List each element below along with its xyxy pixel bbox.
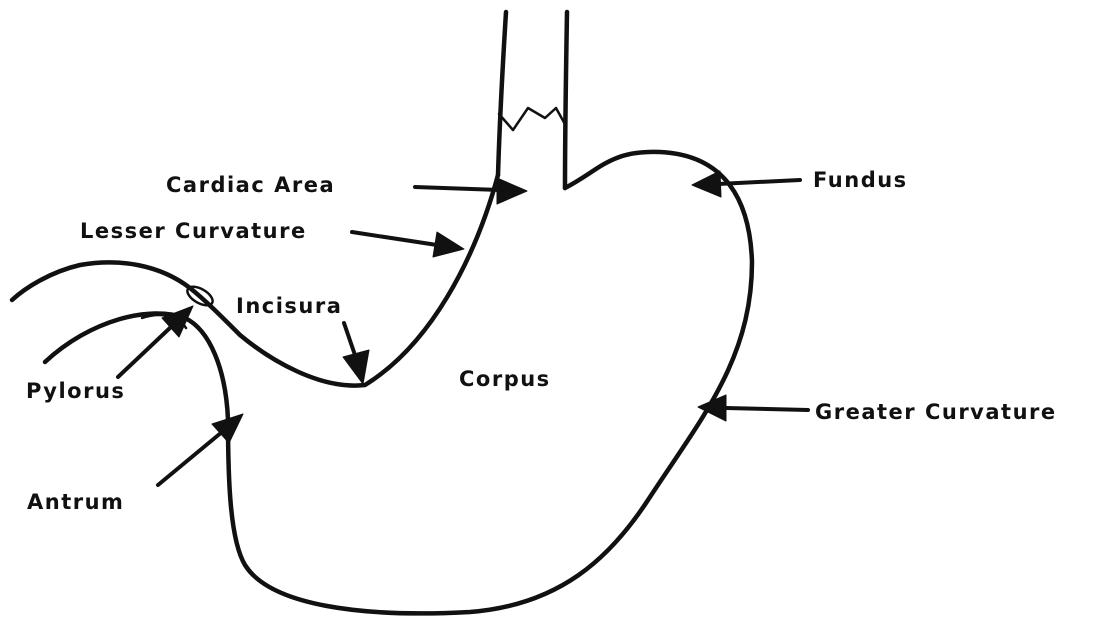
label-pylorus: Pylorus (26, 379, 125, 403)
lesser-curvature-line (12, 175, 498, 386)
arrow-fundus (692, 171, 800, 197)
esophagus-right-wall (565, 12, 567, 188)
label-incisura: Incisura (236, 294, 342, 318)
label-cardiac-area: Cardiac Area (166, 173, 335, 197)
label-fundus: Fundus (813, 168, 908, 192)
esophagus (498, 12, 567, 188)
esophagus-left-wall (498, 12, 506, 175)
arrow-incisura (343, 323, 369, 384)
label-lesser-curvature: Lesser Curvature (80, 219, 307, 243)
arrow-lesser-curvature (352, 232, 464, 257)
label-antrum: Antrum (27, 490, 124, 514)
label-corpus: Corpus (459, 367, 551, 391)
z-line (499, 108, 566, 130)
label-greater-curvature: Greater Curvature (815, 400, 1057, 424)
arrow-cardiac-area (415, 178, 527, 204)
